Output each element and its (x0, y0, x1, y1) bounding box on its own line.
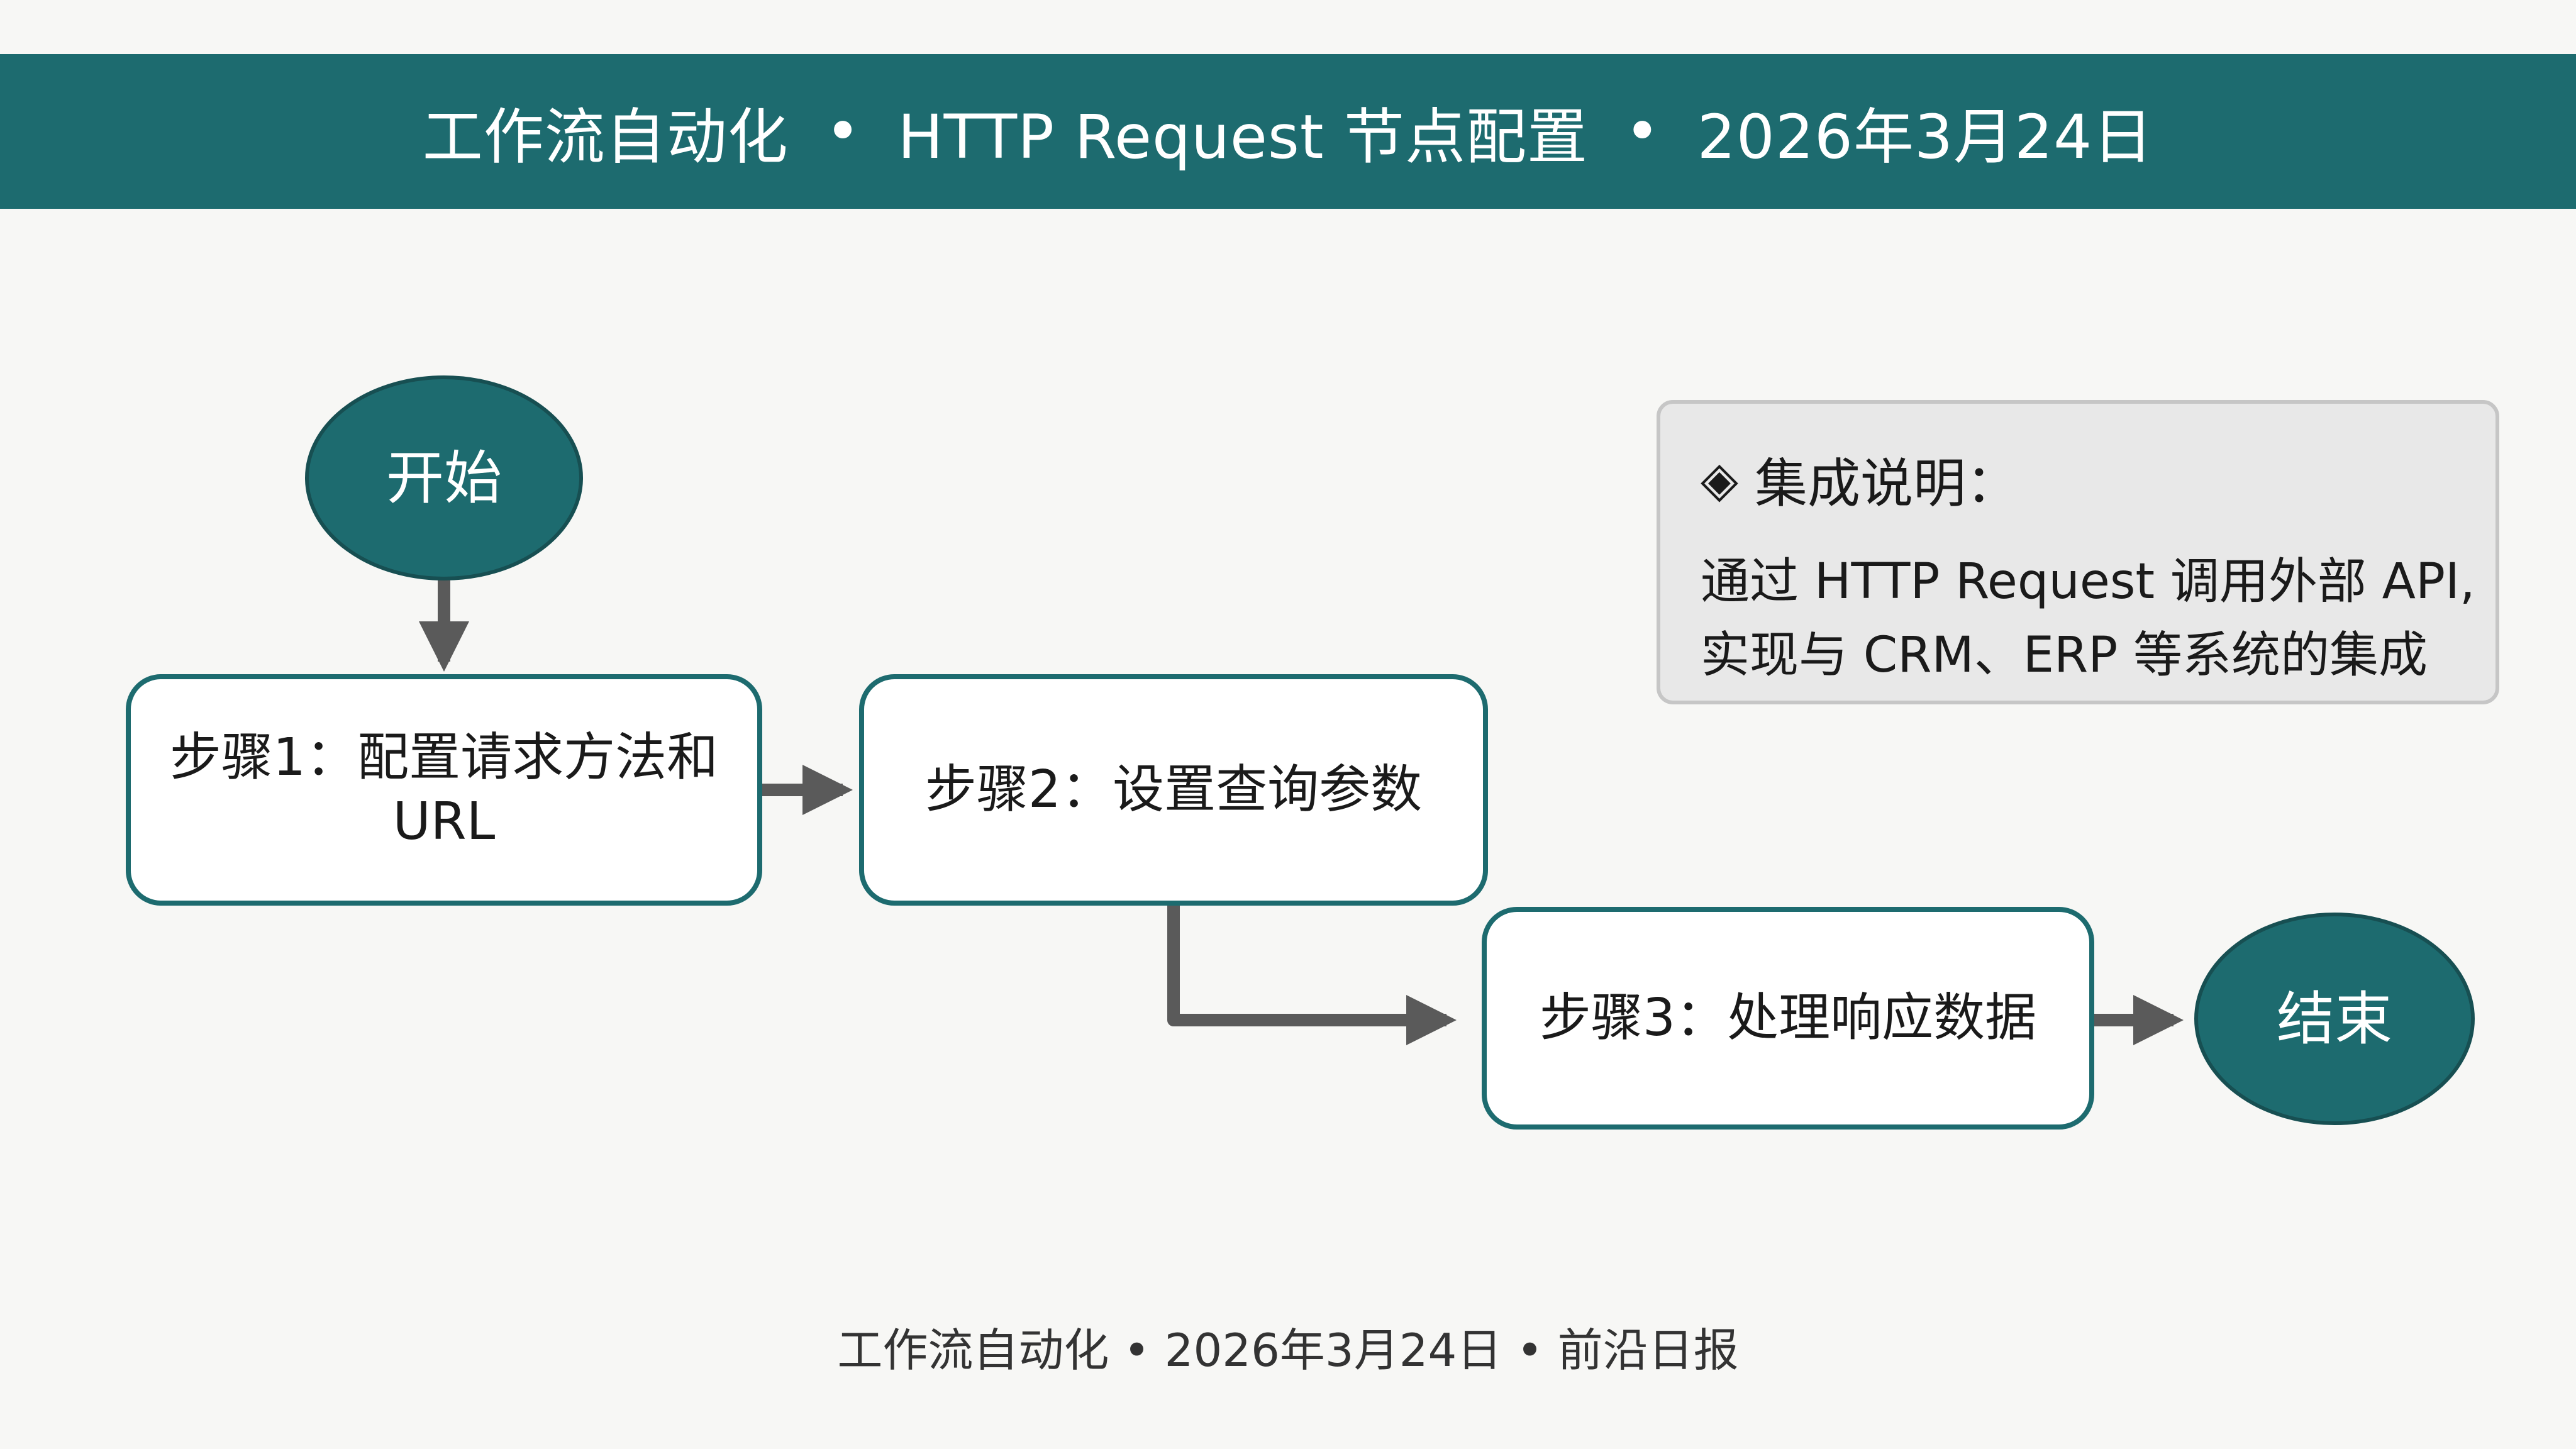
step3-label-text: 步骤3：处理响应数据 (1539, 987, 2037, 1048)
header-separator-2: • (1624, 96, 1661, 167)
footer-caption: 工作流自动化 • 2026年3月24日 • 前沿日报 (837, 1324, 1739, 1377)
note-title: 集成说明： (1755, 453, 2019, 514)
step1-label: 步骤1：配置请求方法和 URL (128, 677, 760, 903)
arrow-step2-to-step3 (1167, 903, 1457, 1045)
start-label-text: 开始 (386, 444, 502, 512)
header-separator-1: • (824, 96, 862, 167)
step3-node (1482, 907, 2094, 1130)
end-label-text: 结束 (2276, 985, 2392, 1053)
diamond-icon: ◈ (1701, 451, 1738, 508)
start-node (305, 375, 583, 580)
header-topic: 工作流自动化 (422, 101, 789, 172)
header-banner: 工作流自动化 • HTTP Request 节点配置 • 2026年3月24日 (0, 54, 2576, 209)
step1-label-line1: 步骤1：配置请求方法和 (169, 727, 719, 787)
step2-node (859, 674, 1488, 906)
header-subject: HTTP Request 节点配置 (897, 101, 1589, 172)
end-label: 结束 (2196, 914, 2473, 1123)
note-line-1: 通过 HTTP Request 调用外部 API, (1701, 553, 2475, 610)
start-label: 开始 (307, 377, 581, 579)
end-node (2194, 913, 2475, 1125)
step1-node (126, 674, 762, 906)
step1-label-line2: URL (392, 792, 496, 852)
step2-label: 步骤2：设置查询参数 (862, 677, 1485, 903)
note-line-2: 实现与 CRM、ERP 等系统的集成 (1701, 627, 2428, 684)
integration-note: ◈ 集成说明： 通过 HTTP Request 调用外部 API, 实现与 CR… (1657, 400, 2499, 704)
note-header: ◈ 集成说明： (1701, 441, 2460, 518)
step2-label-text: 步骤2：设置查询参数 (924, 759, 1423, 819)
step3-label: 步骤3：处理响应数据 (1484, 909, 2092, 1127)
header-date: 2026年3月24日 (1697, 101, 2154, 172)
